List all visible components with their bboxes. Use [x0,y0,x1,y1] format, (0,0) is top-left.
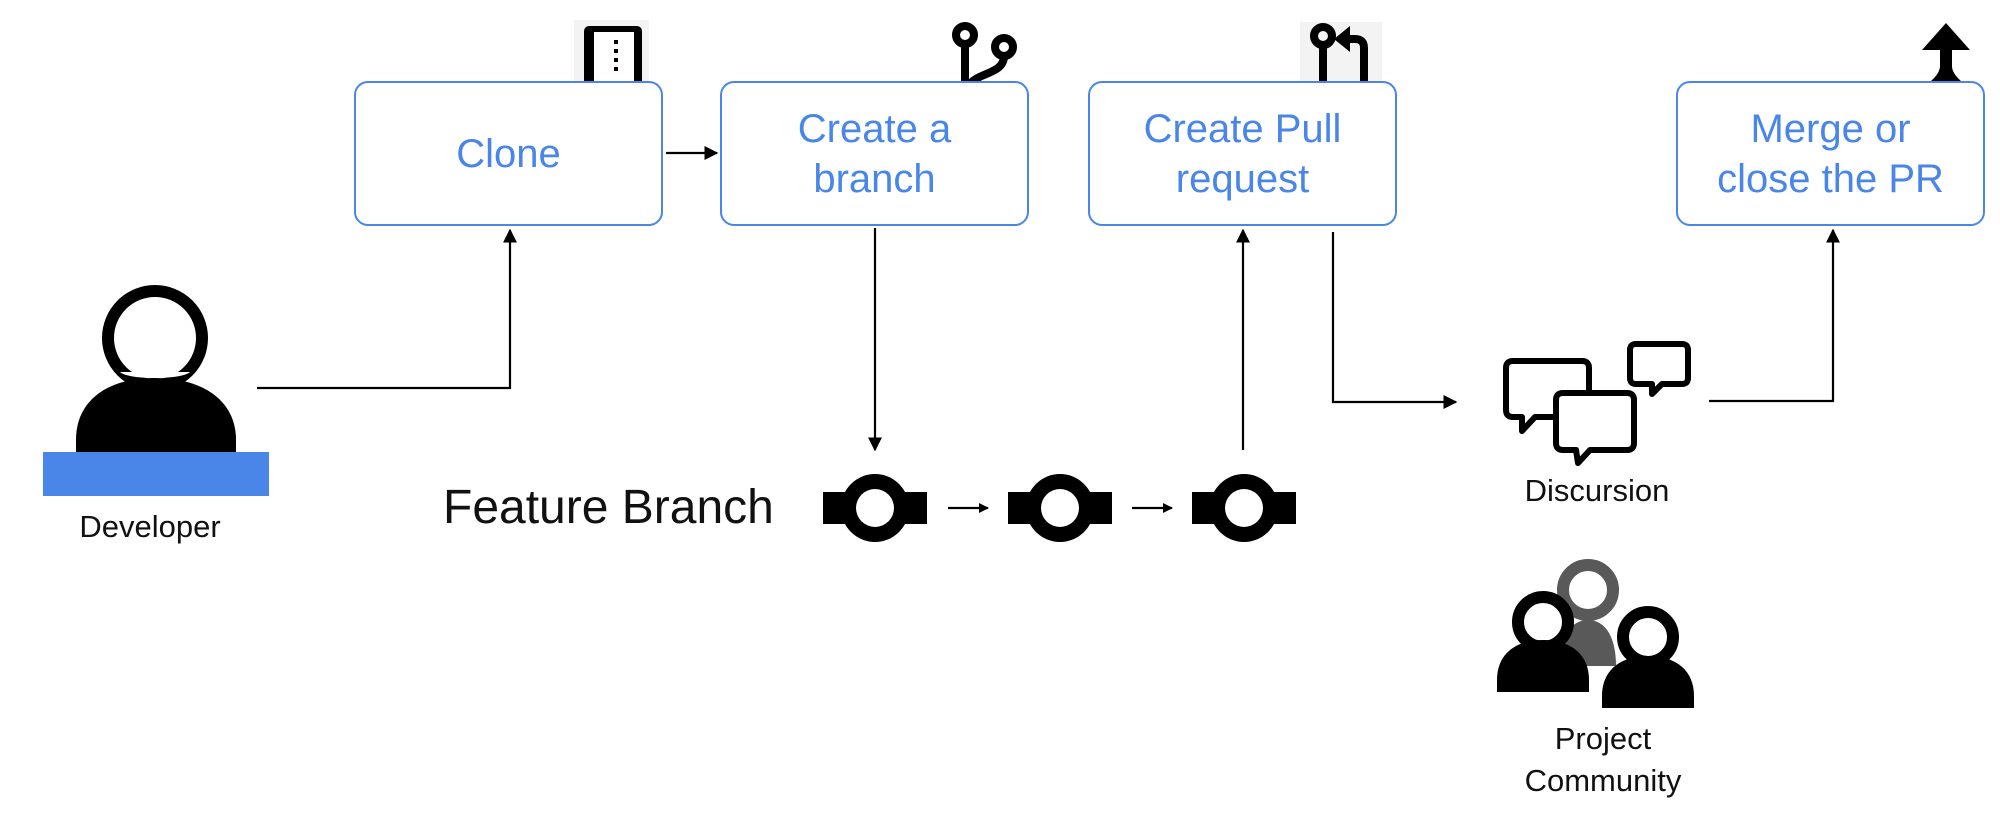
step-create-branch-box: Create a branch [720,81,1029,226]
step-clone-box: Clone [354,81,663,226]
git-merge-icon [1920,23,1972,100]
discussion-icon [1503,341,1691,466]
pr-to-discussion-arrow [1331,232,1458,409]
git-commit-icon [1192,474,1296,542]
step-create-pull-request-label: Create Pull request [1143,106,1342,201]
discussion-label: Discursion [1524,473,1670,508]
git-commit-icon [1008,474,1112,542]
developer-label: Developer [79,509,221,544]
git-commit-icon [823,474,927,542]
step-create-pull-request-box: Create Pull request [1088,81,1397,226]
step-merge-box: Merge or close the PR [1676,81,1985,226]
step-create-branch-label: Create a branch [797,106,952,201]
discussion-to-merge-arrow [1709,228,1840,403]
developer-to-clone-arrow [257,228,517,390]
step-clone-label: Clone [456,131,561,176]
step-merge-label: Merge or close the PR [1717,106,1944,201]
feature-branch-label: Feature Branch [443,481,774,534]
community-label: Project Community [1524,721,1682,798]
community-icon [1497,559,1694,708]
developer-icon [43,285,269,496]
